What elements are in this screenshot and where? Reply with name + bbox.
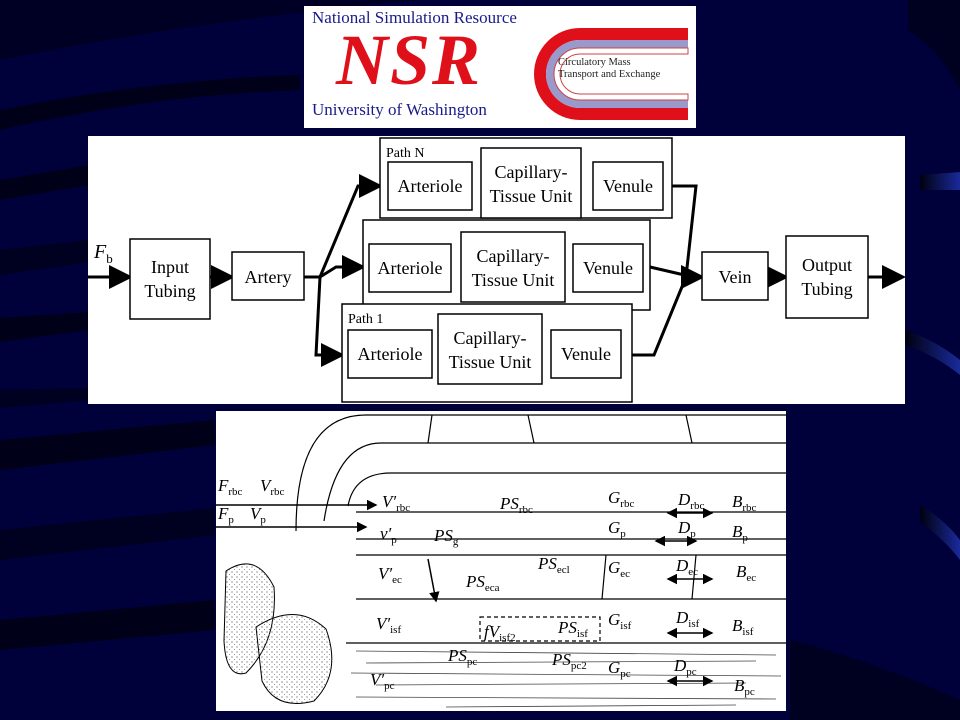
label-g-pc: Gpc xyxy=(608,658,631,680)
label-f-rbc: Frbc xyxy=(217,476,243,498)
path-n-venule-box xyxy=(592,161,664,211)
path-1-arteriole-box xyxy=(347,329,433,379)
vessel-outer-wall xyxy=(295,414,786,532)
logo-emblem-text: Circulatory Mass Transport and Exchange xyxy=(558,57,661,80)
label-g-isf: Gisf xyxy=(608,610,632,632)
vein-label: Vein xyxy=(719,267,752,287)
path-n-in-arrow xyxy=(318,174,383,278)
ps-g-arrow xyxy=(427,558,440,603)
label-b-isf: Bisf xyxy=(732,616,754,638)
label-vp-rbc: V′rbc xyxy=(382,492,410,514)
path-1-arteriole-label: Arteriole xyxy=(358,344,423,364)
label-d-rbc: Drbc xyxy=(677,490,704,512)
label-d-p: Dp xyxy=(677,518,696,540)
path-mid-venule-label: Venule xyxy=(583,258,633,278)
wall-joint-2 xyxy=(527,414,535,444)
endo-joint-1 xyxy=(601,554,607,600)
path-1-capillary-label-2: Tissue Unit xyxy=(449,352,532,372)
logo-university: University of Washington xyxy=(312,100,487,119)
label-ps-pc2: PSpc2 xyxy=(551,650,587,672)
input-tubing-label-1: Input xyxy=(151,257,189,277)
label-ps-isf: PSisf xyxy=(557,618,588,640)
nsr-logo: National Simulation Resource NSR Univers… xyxy=(304,6,696,128)
label-b-pc: Bpc xyxy=(734,676,755,698)
label-fv-isf2: fVisf2 xyxy=(484,622,516,644)
circulatory-emblem-icon xyxy=(534,28,689,120)
label-ps-rbc: PSrbc xyxy=(499,494,533,516)
label-ps-pc: PSpc xyxy=(447,646,477,668)
artery-label: Artery xyxy=(245,267,292,287)
path-1-capillary-box xyxy=(437,313,543,385)
path-n-label: Path N xyxy=(386,146,425,161)
vessel-wall-2 xyxy=(323,442,786,522)
label-f-p: Fp xyxy=(217,504,234,526)
path-n-out-line xyxy=(672,184,698,278)
input-tubing-label-2: Tubing xyxy=(144,281,195,301)
flow-diagram: Fb Input Tubing Artery Vein Output Tubin… xyxy=(88,136,906,404)
path-1-venule-box xyxy=(550,329,622,379)
output-tubing-label-2: Tubing xyxy=(801,279,852,299)
flow-diagram-svg: Fb Input Tubing Artery Vein Output Tubin… xyxy=(88,137,906,403)
label-b-p: Bp xyxy=(732,522,748,544)
label-ps-g: PSg xyxy=(433,526,459,548)
input-tubing-box xyxy=(129,238,211,320)
path-1-out-line xyxy=(628,276,688,357)
label-g-p: Gp xyxy=(608,518,626,540)
path-1-capillary-label-1: Capillary- xyxy=(454,328,527,348)
label-b-ec: Bec xyxy=(736,562,756,584)
path-1-venule-label: Venule xyxy=(561,344,611,364)
flow-input-label: Fb xyxy=(93,241,113,266)
path-n-venule-label: Venule xyxy=(603,176,653,196)
label-vp-p: v′p xyxy=(380,524,397,546)
isf2-region xyxy=(479,616,601,642)
label-vp-ec: V′ec xyxy=(378,564,402,586)
label-b-rbc: Brbc xyxy=(732,492,757,514)
path-n-capillary-label-2: Tissue Unit xyxy=(490,186,573,206)
label-g-rbc: Grbc xyxy=(608,488,634,510)
path-n-arteriole-label: Arteriole xyxy=(398,176,463,196)
label-d-pc: Dpc xyxy=(673,656,697,678)
wall-joint-3 xyxy=(685,414,693,444)
logo-title: National Simulation Resource xyxy=(312,8,517,27)
label-d-ec: Dec xyxy=(675,556,698,578)
path-mid-capillary-label-1: Capillary- xyxy=(477,246,550,266)
output-tubing-box xyxy=(785,235,869,319)
path-mid-arteriole-label: Arteriole xyxy=(378,258,443,278)
path-1-label: Path 1 xyxy=(348,312,383,327)
label-v-rbc-in: Vrbc xyxy=(260,476,285,498)
path-n-capillary-box xyxy=(480,147,582,219)
artery-box xyxy=(231,251,305,301)
path-mid-arteriole-box xyxy=(368,243,452,293)
path-mid-capillary-label-2: Tissue Unit xyxy=(472,270,555,290)
path-mid-venule-box xyxy=(572,243,644,293)
path-1-in-arrow xyxy=(314,276,345,367)
stippled-cell-2 xyxy=(255,614,333,704)
label-v-p-in: Vp xyxy=(250,504,266,526)
wall-joint-1 xyxy=(427,414,433,444)
label-g-ec: Gec xyxy=(608,558,630,580)
label-vp-pc: V′pc xyxy=(370,670,395,692)
rbc-tube-top xyxy=(347,472,786,507)
label-ps-ecl: PSecl xyxy=(537,554,570,576)
path-n-arteriole-box xyxy=(387,161,473,211)
path-mid-capillary-box xyxy=(460,231,566,303)
label-d-isf: Disf xyxy=(675,608,700,630)
logo-acronym: NSR xyxy=(336,20,483,100)
path-mid-in-arrow xyxy=(319,255,366,279)
label-vp-isf: V′isf xyxy=(376,614,401,636)
label-ps-eca: PSeca xyxy=(465,572,500,594)
vein-box xyxy=(701,251,769,301)
path-n-capillary-label-1: Capillary- xyxy=(495,162,568,182)
output-tubing-label-1: Output xyxy=(802,255,852,275)
